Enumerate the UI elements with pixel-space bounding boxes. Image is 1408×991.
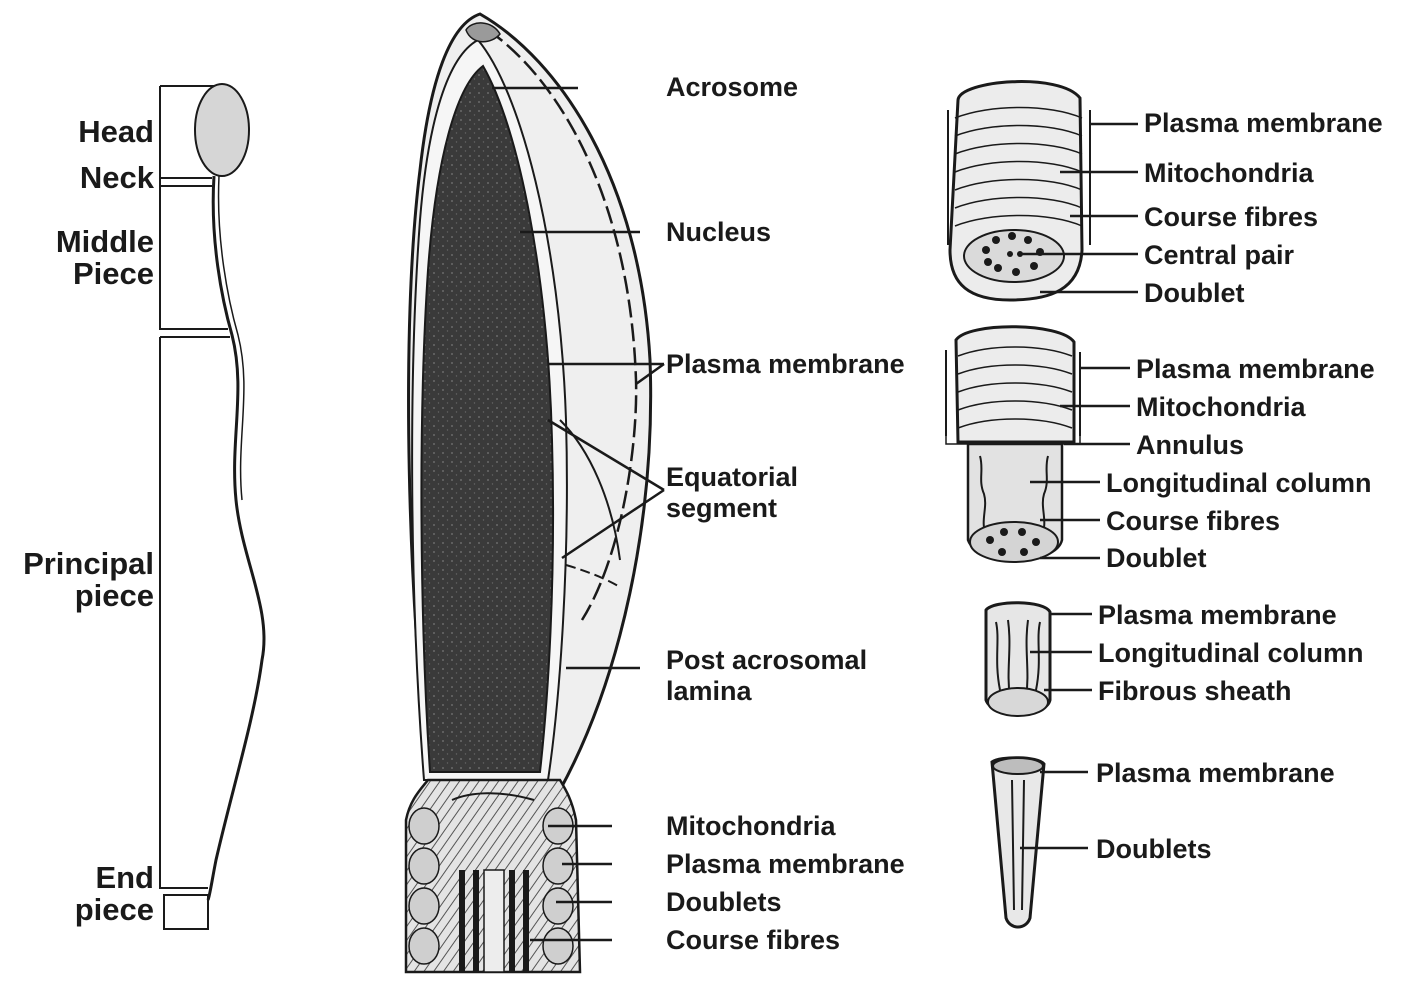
overview-head-shape — [194, 83, 250, 177]
overview-brackets — [159, 85, 230, 930]
label-mp-central-pair: Central pair — [1144, 240, 1295, 270]
middle-cross-section — [963, 229, 1065, 283]
label-mp-course-fibres: Course fibres — [1144, 202, 1319, 232]
label-an-plasma-membrane: Plasma membrane — [1136, 354, 1375, 384]
label-ep-doublets: Doublets — [1096, 834, 1212, 864]
middle-section-leader-lines — [1020, 122, 1138, 294]
label-an-annulus: Annulus — [1136, 430, 1244, 460]
end-section-leader-lines — [1020, 770, 1088, 850]
overview-tail-shape — [206, 175, 266, 901]
label-head: Head — [78, 114, 154, 149]
middle-piece-section — [947, 80, 1091, 302]
label-mp-plasma-membrane: Plasma membrane — [1144, 108, 1383, 138]
label-plasma-membrane: Plasma membrane — [666, 349, 905, 379]
annulus-section — [945, 325, 1081, 563]
label-mp-doublet: Doublet — [1144, 278, 1245, 308]
label-an-course-fibres: Course fibres — [1106, 506, 1281, 536]
label-pp-plasma-membrane: Plasma membrane — [1098, 600, 1337, 630]
label-mp-mitochondria: Mitochondria — [1144, 158, 1314, 188]
label-doublets: Doublets — [666, 887, 782, 917]
label-ep-plasma-membrane: Plasma membrane — [1096, 758, 1335, 788]
label-pp-longitudinal-column: Longitudinal column — [1098, 638, 1364, 668]
label-course-fibres: Course fibres — [666, 925, 841, 955]
label-an-mitochondria: Mitochondria — [1136, 392, 1306, 422]
head-leader-lines — [492, 86, 665, 942]
end-piece-section — [990, 756, 1046, 929]
label-pp-fibrous-sheath: Fibrous sheath — [1098, 676, 1292, 706]
overview-sperm — [159, 83, 266, 930]
head-detail — [404, 12, 653, 974]
axoneme-fibres — [459, 870, 529, 972]
label-an-doublet: Doublet — [1106, 543, 1207, 573]
label-neck: Neck — [79, 160, 154, 195]
annulus-section-leader-lines — [1030, 366, 1130, 560]
label-nucleus: Nucleus — [666, 217, 772, 247]
label-an-longitudinal-column: Longitudinal column — [1106, 468, 1372, 498]
middle-mitochondria-rings — [954, 106, 1083, 227]
label-mitochondria: Mitochondria — [666, 811, 836, 841]
nucleus-shape — [420, 64, 555, 773]
label-acrosome: Acrosome — [666, 72, 799, 102]
principal-piece-section — [984, 601, 1052, 717]
acrosome-cap — [465, 22, 501, 43]
label-plasma-membrane-2: Plasma membrane — [666, 849, 905, 879]
principal-section-leader-lines — [1030, 612, 1092, 692]
